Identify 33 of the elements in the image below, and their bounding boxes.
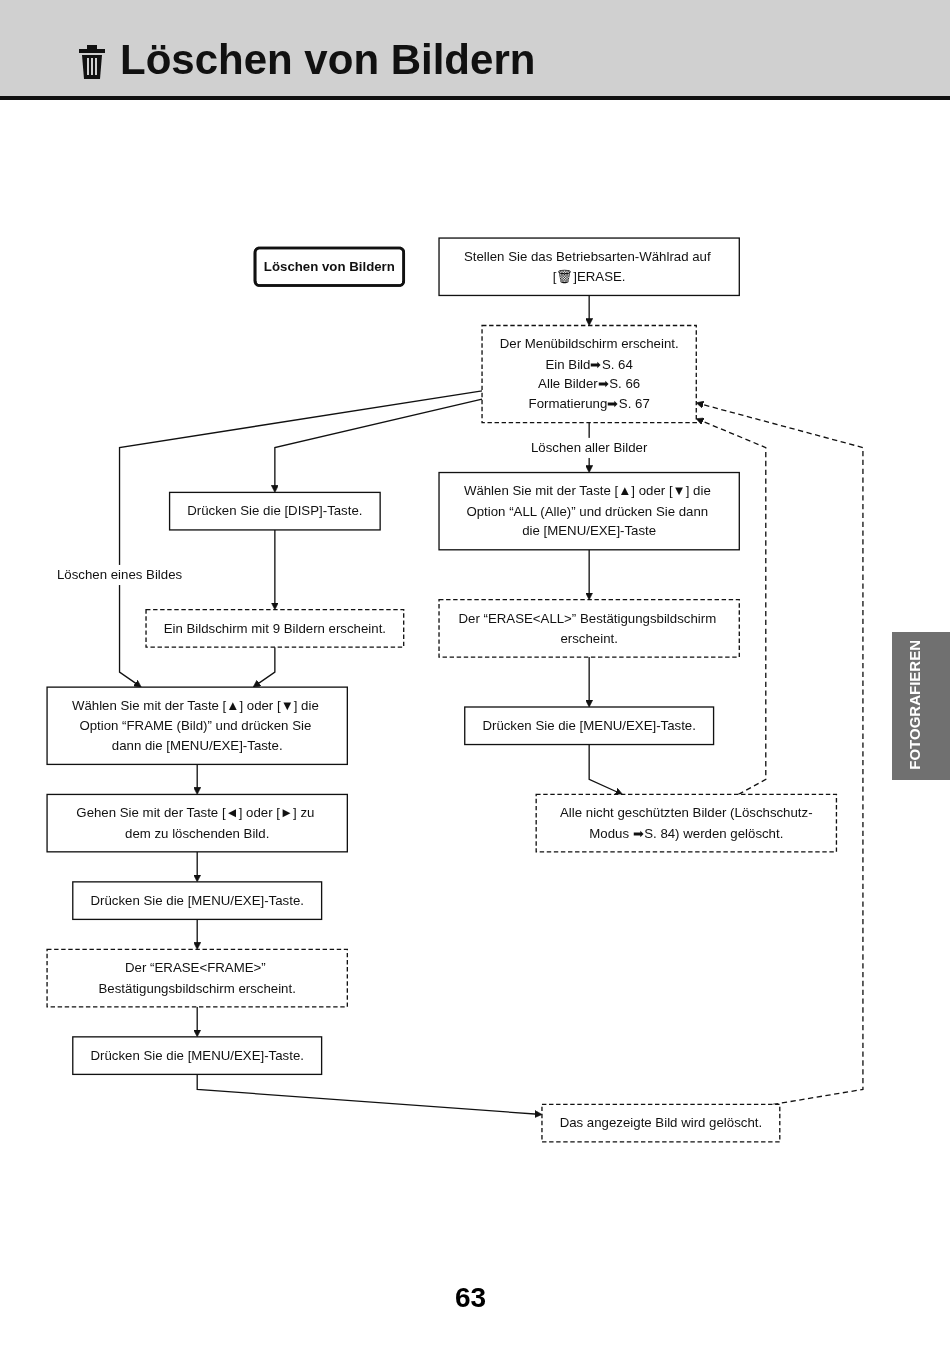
edge-label: Löschen eines Bildes [56,566,183,582]
arrow [193,851,202,883]
arrow [588,743,623,796]
node-box: Wählen Sie mit der Taste [▲] oder [▼] die Option “FRAME (Bild)” und drücken Sie dann die [MENU/EXE]-Taste. [46,686,348,766]
node-box: Der “ERASE<ALL>” Bestätigungsbildschirm erscheint. [438,599,740,658]
arrow [695,417,767,796]
arrow [193,918,202,950]
arrow [585,656,594,708]
edge-label: Löschen aller Bilder [530,439,648,455]
node-box: Drücken Sie die [MENU/EXE]-Taste. [72,881,323,921]
node-box: Wählen Sie mit der Taste [▲] oder [▼] die Option “ALL (Alle)” und drücken Sie dann die [MENU/EXE]-Taste [438,471,740,551]
section-label: FOTOGRAFIEREN [906,640,923,770]
arrow [271,398,483,493]
node-box: Das angezeigte Bild wird gelöscht. [541,1103,781,1143]
node-box: Der Menübildschirm erscheint. Ein Bild➡S. 64 Alle Bilder➡S. 66 Formatierung➡S. 67 [481,324,697,424]
node-box: Drücken Sie die [DISP]-Taste. [168,491,381,531]
node-box: Ein Bildschirm mit 9 Bildern erscheint. [145,608,405,648]
arrow [585,294,594,326]
node-box: Drücken Sie die [MENU/EXE]-Taste. [72,1036,323,1076]
arrow [193,1006,202,1038]
node-box: Alle nicht geschützten Bilder (Löschschutz-Modus ➡S. 84) werden gelöscht. [535,793,838,853]
arrow [252,646,276,688]
node-box: Stellen Sie das Betriebsarten-Wählrad auf [🗑]ERASE. [438,237,740,297]
arrow [695,400,864,1106]
node-box: Drücken Sie die [MENU/EXE]-Taste. [464,706,715,746]
node-box: Gehen Sie mit der Taste [◄] oder [►] zu dem zu löschenden Bild. [46,793,348,853]
page-number: 63 [455,1282,487,1314]
arrow [118,390,483,688]
arrow [585,549,594,601]
arrow [193,763,202,795]
arrow [271,529,279,610]
node-box: Der “ERASE<FRAME>” Bestätigungsbildschirm erscheint. [46,948,348,1008]
page-title: Löschen von Bildern [120,36,536,84]
